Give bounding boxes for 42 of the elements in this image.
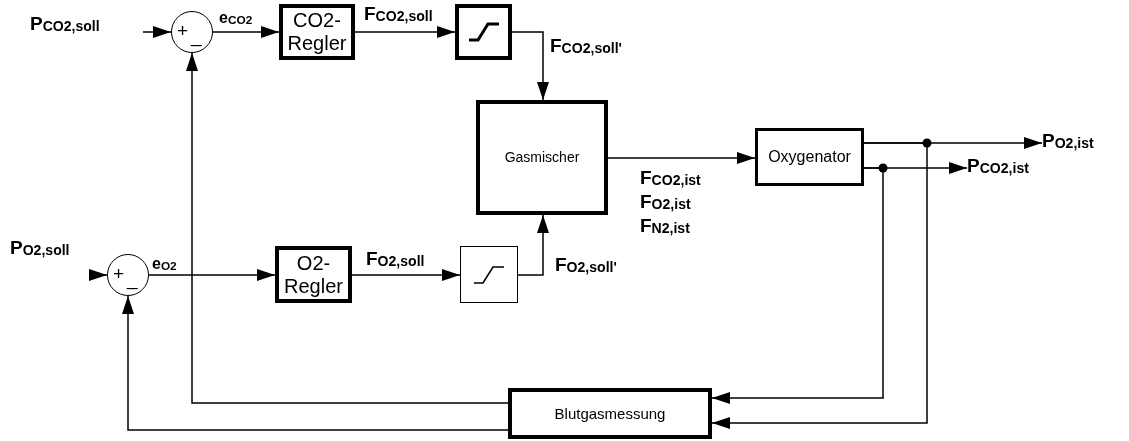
signal-label: P$_{O2,ist}$ [1042, 131, 1129, 157]
edge-label: F$_{O2,soll}$ [366, 247, 425, 271]
edge-label: F$_{CO2,soll}$ [364, 2, 433, 26]
edge-label: F$_{O2,soll'}$ [555, 253, 617, 277]
arrow [711, 167, 884, 404]
edge-label: e$_{CO2}$ [219, 8, 253, 28]
block-label: O2-Regler [283, 251, 344, 298]
arrow [148, 269, 276, 281]
arrow [711, 142, 928, 429]
edge-label: e$_{O2}$ [152, 254, 177, 274]
signal-label: P$_{CO2,ist}$ [967, 156, 1059, 182]
arrow [351, 269, 461, 281]
mixer-box [476, 100, 608, 215]
arrow [511, 31, 549, 101]
summing-junction [171, 11, 213, 53]
controller-box [275, 246, 352, 303]
limiter-box [460, 246, 518, 303]
arrow [517, 214, 549, 276]
block-label: Blutgasmessung [554, 404, 666, 423]
arrow [212, 26, 280, 38]
oxygenator-box [755, 128, 864, 186]
measurement-box [508, 388, 712, 439]
arrow [354, 26, 456, 38]
edge-label: F$_{CO2,ist}$ F$_{O2,ist}$ F$_{N2,ist}$ [640, 166, 702, 238]
arrow [122, 295, 509, 431]
arrow [142, 26, 172, 38]
limiter-box [455, 4, 512, 60]
plus-sign: + [113, 264, 125, 283]
controller-box [279, 4, 355, 60]
block-label: Gasmischer [504, 149, 580, 166]
edge-label: F$_{CO2,soll'}$ [550, 34, 622, 58]
signal-label: P$_{O2,soll}$ [10, 238, 70, 259]
signal-label: P$_{CO2,soll}$ [30, 14, 100, 35]
block-label: CO2-Regler [286, 9, 348, 55]
arrow [186, 52, 509, 404]
arrow [607, 152, 756, 164]
arrow [89, 269, 108, 281]
summing-junction [107, 254, 149, 296]
block-label: Oxygenator [768, 147, 851, 167]
minus-sign: _ [127, 269, 138, 288]
minus-sign: _ [191, 26, 202, 45]
plus-sign: + [177, 21, 189, 40]
